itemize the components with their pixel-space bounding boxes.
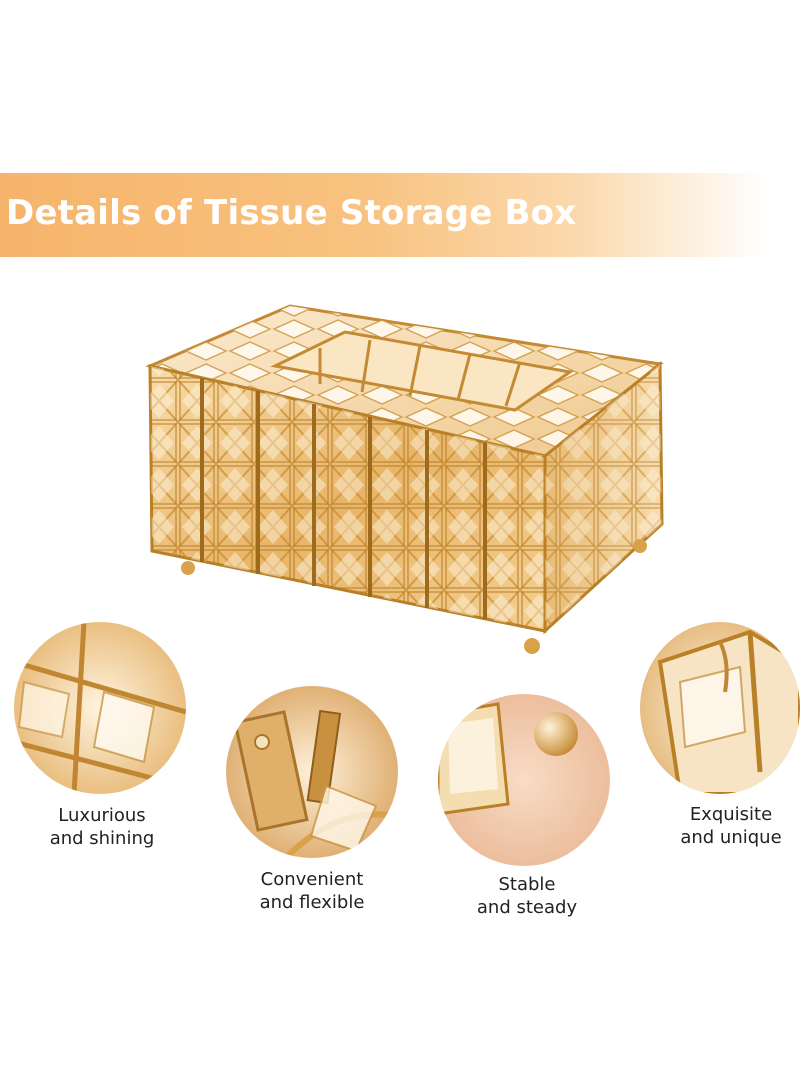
feature-caption-line: and shining [49,828,155,849]
feature-caption-line: and steady [476,897,578,918]
tissue-box-image [145,304,664,654]
feature-caption-line: and unique [680,827,782,848]
detail-stable-image [438,694,610,866]
detail-luxurious-image [14,622,186,794]
feature-caption-luxurious: Luxurious and shining [22,804,182,850]
feature-caption-convenient: Convenient and flexible [232,868,392,914]
banner-title: Details of Tissue Storage Box [6,193,577,233]
feature-caption-line: Exquisite [689,804,773,825]
feature-caption-exquisite: Exquisite and unique [651,803,800,849]
feature-caption-line: Luxurious [58,805,146,826]
feature-caption-line: Stable [498,874,556,895]
feature-caption-stable: Stable and steady [447,873,607,919]
detail-exquisite-image [640,622,800,794]
feature-caption-line: and flexible [259,892,365,913]
detail-convenient-image [226,686,398,858]
header-banner: Details of Tissue Storage Box [0,173,800,257]
feature-caption-line: Convenient [260,869,364,890]
